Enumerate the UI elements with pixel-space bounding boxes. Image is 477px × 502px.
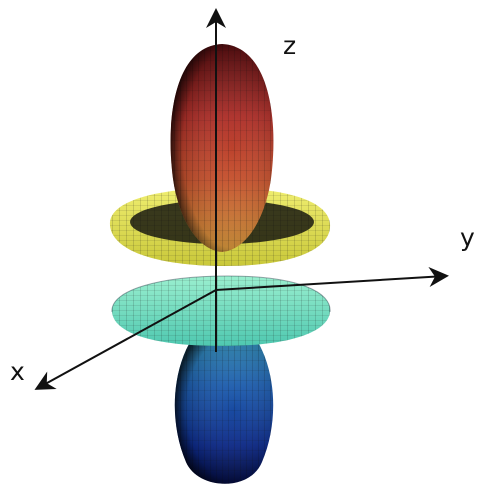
lower-torus (111, 275, 331, 346)
x-axis (34, 289, 217, 390)
lower-lobe (174, 333, 274, 484)
upper-lobe (170, 44, 274, 252)
axes (34, 8, 449, 390)
x-axis-label: x (10, 357, 25, 386)
y-axis (215, 266, 449, 291)
z-axis-label: z (283, 31, 296, 60)
y-axis-label: y (460, 223, 475, 252)
